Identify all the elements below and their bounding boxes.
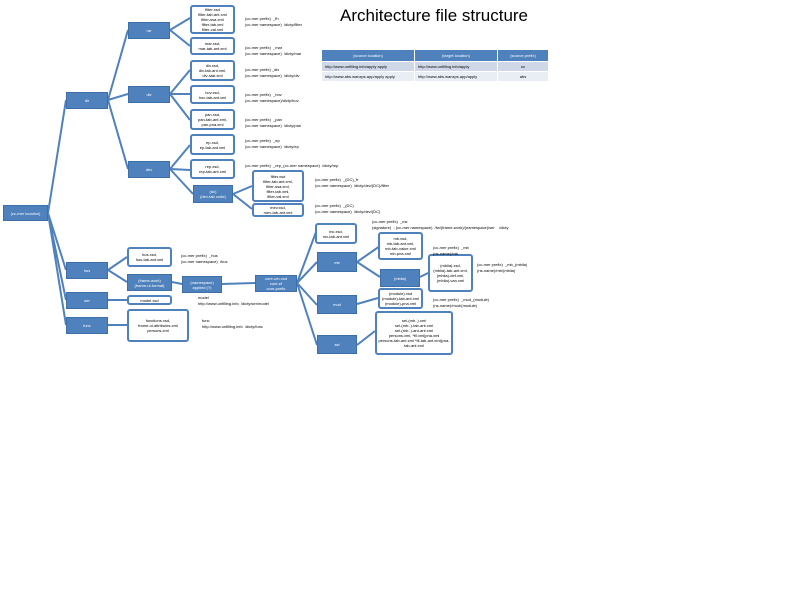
file-box: mar.xsd, mar-tab-ant.xml [190,37,235,55]
annotation: (cc-mer prefix) _mar (cc-mer namespace) … [245,45,302,56]
table-cell: http://www.unfilling.info/apply apply [321,61,415,72]
annotation: (cc-mer prefix) _mb_(mblia) (ns-name)/mb… [477,262,528,273]
annotation: (cc-mer prefix) _pan (cc-mer namespace) … [245,117,302,128]
file-box: mb.xsd, mb-tab-ant.xml, mb-tab-value.xml… [378,232,423,260]
annotation: (cc-mer prefix) _rep_(cc-mer namespace) … [245,163,339,168]
file-box: rep.xsd, rep-tab-ant.xml [190,159,235,179]
table-header: (source location) [321,49,415,62]
file-box: mc.xsd, mc-tab-ant.xml [315,223,357,244]
rar-node: rar [128,22,170,39]
file-box: sel-(mb..).xml sel-(mb..)-tab-ant.xml se… [375,311,453,355]
annotation: (cc-mer prefix) _div (cc-mer namespace) … [245,67,300,78]
file-box: functions.xsd, frame-ui-attributes.xml p… [127,309,189,342]
prefix-table: (source location)(target location)(sourc… [321,49,549,82]
file-box: hus.xsd, hus-tab-ant.xml [127,247,172,267]
func-node: func [66,317,108,334]
table-cell: ux [497,61,549,72]
annotation: (cc-mer prefix) _mod_(module) (ns-name)/… [433,297,490,308]
annotation: (cc-mer prefix) _(DC)_fr (cc-mer namespa… [315,177,390,188]
root-node: (cc-mer location) [3,205,48,221]
annotation: (cc-mer prefix) _hov (cc-mer namespace)/… [245,92,299,103]
table-header: (target location) [414,49,498,62]
file-box: filter.xsd filter-tab-ant.xml, filter-ss… [252,170,304,202]
file-box: filter.xsd filter-tab-ant.xml filter-ssa… [190,5,235,34]
file-box: (module).xsd (module)-tab-ant.xml (modul… [378,288,423,309]
sel-node: sel [317,335,357,354]
core-node: core-cm-xsd core-ef core-prefix [255,275,297,292]
table-cell: abs [497,71,549,82]
file-box: ep.xsd, ep-tab-ant.xml [190,134,235,155]
mblia-node: (mblia) [380,269,420,287]
page-title: Architecture file structure [340,6,529,25]
annotation: (cc-mer prefix) _ep (cc-mer namespace) /… [245,138,299,149]
annotation: model http://www.unfilling.info /dicty/s… [198,295,269,306]
framework-node: (frame-work) (frame-ui-format) [127,274,172,291]
hus-node: hus [66,262,108,279]
table-cell: http://www.abs.wanzps.app/apply apply [321,71,415,82]
file-box: mev.xsd, mev-tab-ant.xml [252,203,304,217]
file-box: pan.xsd, pan-tab-ant.xml, pan-pna.xml [190,109,235,130]
div-node: div [128,86,170,103]
annotation: func http://www.unfilling.info /dicty/fu… [202,318,263,329]
annotation: (cc-mer prefix) _mb (ns-name)/mb [433,245,469,256]
file-box: (mblia).xsd, (mblia)-tab-ant.xml, (mblia… [428,254,473,292]
file-box: hov.xsd, hov-tab-ant.xml [190,85,235,104]
mod-node: mod [317,295,357,314]
file-box: model.xsd [127,295,172,305]
ser-node: ser [66,292,108,309]
dev-node: dev [128,161,170,178]
annotation: (cc-mer prefix) _hus (cc-mer namespace) … [181,253,228,264]
mb-node: mb [317,252,357,272]
annotation: (cc-mer prefix) _mc (signature) - (cc-me… [372,219,509,230]
table-header: (source prefix) [497,49,549,62]
dir-node: dir [66,92,108,109]
annotation: (cc-mer prefix) _(DC) (cc-mer namespace)… [315,203,381,214]
dc-node: (dc) (dev-tab code) [193,185,233,203]
table-cell: http://www.unfilling.info/apply [414,61,498,72]
annotation: (cc-mer prefix) _fh (cc-mer namespace) /… [245,16,302,27]
namespace-node: (namespace) applied (?) [182,276,222,293]
table-cell: http://www.abs.wanzps.app/apply [414,71,498,82]
file-box: div.xsd, div-tab-ant.xml, div-stat.xml [190,60,235,81]
